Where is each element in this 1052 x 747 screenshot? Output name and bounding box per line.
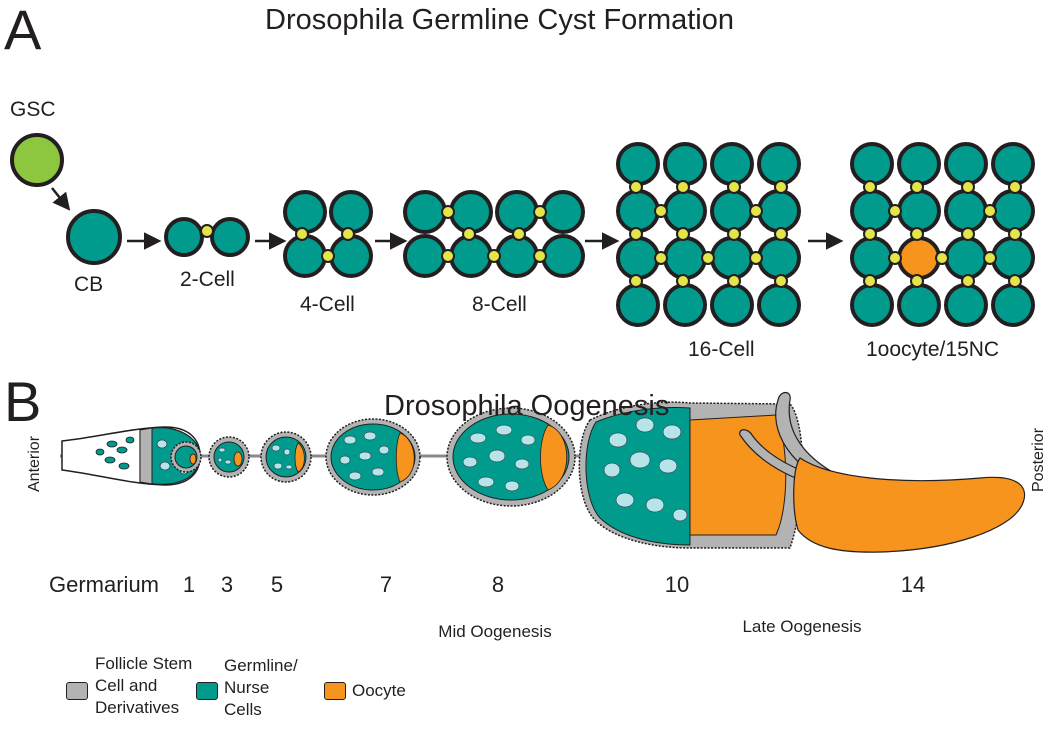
stage-label-3: 3 (220, 572, 234, 597)
stage-label-8: 8 (491, 572, 505, 597)
legend-label-oocyte: Oocyte (352, 681, 406, 700)
legend-swatch-oocyte (324, 682, 346, 700)
legend-label-germline: Germline/ Nurse Cells (224, 656, 298, 719)
arrow-gsc-cb (51, 187, 71, 211)
posterior-label: Posterior (1030, 427, 1047, 492)
sixteen-cell-cyst (616, 142, 801, 327)
mid-oogenesis-label: Mid Oogenesis (438, 622, 552, 641)
legend-swatch-follicle (66, 682, 88, 700)
oocyte-cell (897, 236, 941, 280)
sixteen-cell-label: 16-Cell (688, 338, 755, 361)
gsc-cell (10, 133, 64, 187)
two-cell-label: 2-Cell (180, 268, 235, 291)
stage-label-7: 7 (379, 572, 393, 597)
anterior-label: Anterior (26, 435, 43, 492)
legend-swatch-germline (196, 682, 218, 700)
panel-b-letter: B (4, 370, 42, 433)
eight-cell-label: 8-Cell (472, 293, 527, 316)
late-oogenesis-label: Late Oogenesis (742, 617, 862, 636)
egg-chamber-stage-8 (446, 407, 576, 507)
stage-label-germarium: Germarium (48, 572, 160, 597)
egg-chamber-stage-10 (578, 401, 804, 549)
panel-a-title: Drosophila Germline Cyst Formation (265, 4, 734, 36)
panel-a-letter: A (4, 0, 42, 61)
stage-label-5: 5 (270, 572, 284, 597)
legend-label-follicle: Follicle Stem Cell and Derivatives (95, 654, 193, 717)
stage-label-14: 14 (900, 572, 926, 597)
stage-label-10: 10 (664, 572, 690, 597)
gsc-label: GSC (10, 98, 56, 121)
four-cell-label: 4-Cell (300, 293, 355, 316)
cb-cell (66, 209, 122, 265)
panel-b-title: Drosophila Oogenesis (384, 390, 670, 422)
two-cell-cyst (164, 217, 250, 257)
egg-chamber-stage-14 (739, 391, 1026, 553)
eight-cell-cyst (403, 190, 585, 278)
stage-label-1: 1 (182, 572, 196, 597)
egg-chamber-stage-5 (260, 431, 312, 483)
four-cell-cyst (283, 190, 373, 278)
cb-label: CB (74, 273, 104, 296)
oocyte-nc-label: 1oocyte/15NC (866, 338, 1000, 361)
egg-chamber-stage-1 (170, 441, 202, 473)
egg-chamber-stage-3 (208, 436, 250, 478)
oocyte-nurse-cyst (850, 142, 1035, 327)
egg-chamber-stage-7 (325, 418, 421, 496)
